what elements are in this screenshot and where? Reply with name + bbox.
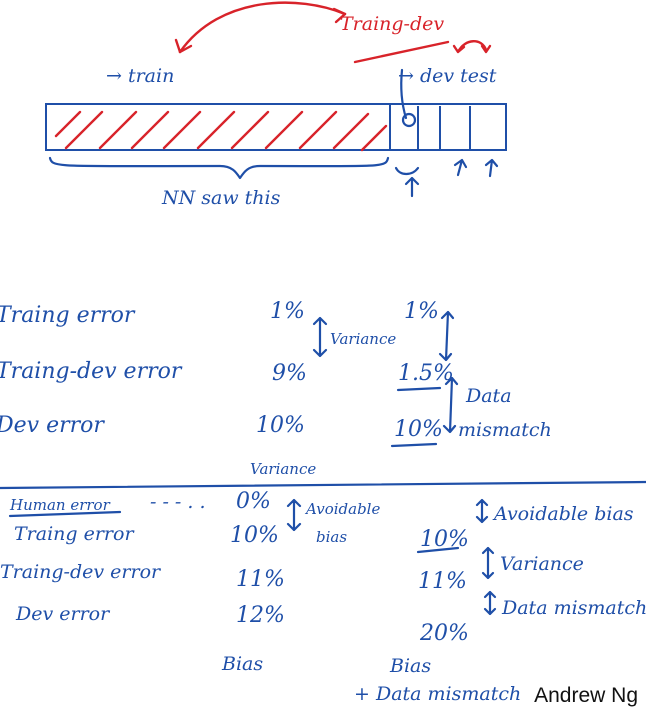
author-watermark: Andrew Ng [534,684,638,707]
small-swap-arrow [452,40,492,54]
row-label: Traing-dev error [0,359,183,384]
variance-arrow [312,316,328,358]
dev-test-label: → dev test [398,65,497,87]
value: 11% [418,569,467,594]
error-table-1: Traing error Traing-dev error Dev error … [0,299,552,478]
value: 10% [256,413,305,438]
row-label: Traing-dev error [0,561,162,583]
mismatch-note: mismatch [458,419,552,441]
traing-dev-label: Traing-dev [340,13,444,35]
training-hatching [54,110,388,152]
value: 9% [272,361,307,386]
variance-footer: Variance [250,460,316,478]
row-label: Traing error [0,303,136,328]
nn-saw-this-label: NN saw this [161,187,281,209]
value: 1% [404,299,439,324]
data-mismatch-note: Data mismatch [501,597,646,619]
value: 1.5% [398,361,454,386]
value: 0% [236,489,271,514]
swap-arrowhead-right [332,7,347,24]
value: 11% [236,567,285,592]
value: 10% [420,527,469,552]
value: 1% [270,299,305,324]
variance-note-right: Variance [500,553,584,575]
avoidable-bias-note: Avoidable bias [492,503,634,525]
train-label: → train [106,65,174,87]
data-split-diagram: Traing-dev → train → dev test [45,1,507,209]
bias-note: bias [316,528,347,546]
value: 20% [419,621,469,646]
swap-arrow [178,1,347,54]
bias-footer-right: Bias [389,655,431,677]
traing-dev-underline [353,40,450,64]
row-label: Traing error [14,523,135,545]
avoidable-note: Avoidable [304,500,380,518]
data-mismatch-footer: + Data mismatch [354,683,521,705]
value: 10% [394,417,443,442]
row-label: Dev error [15,603,111,625]
swap-arrowhead-left [174,38,193,54]
error-table-2: Human error Traing error Traing-dev erro… [0,489,646,705]
value: 12% [236,603,285,628]
data-bar [45,103,507,151]
nn-saw-brace [48,156,390,180]
variance-note: Variance [330,330,396,348]
dots: - - - . . [150,491,206,513]
bias-footer-left: Bias [221,653,263,675]
value: 10% [230,523,279,548]
row-label: Dev error [0,413,105,438]
data-note: Data [465,385,512,407]
row-label: Human error [9,496,111,514]
divider-line [0,480,646,490]
